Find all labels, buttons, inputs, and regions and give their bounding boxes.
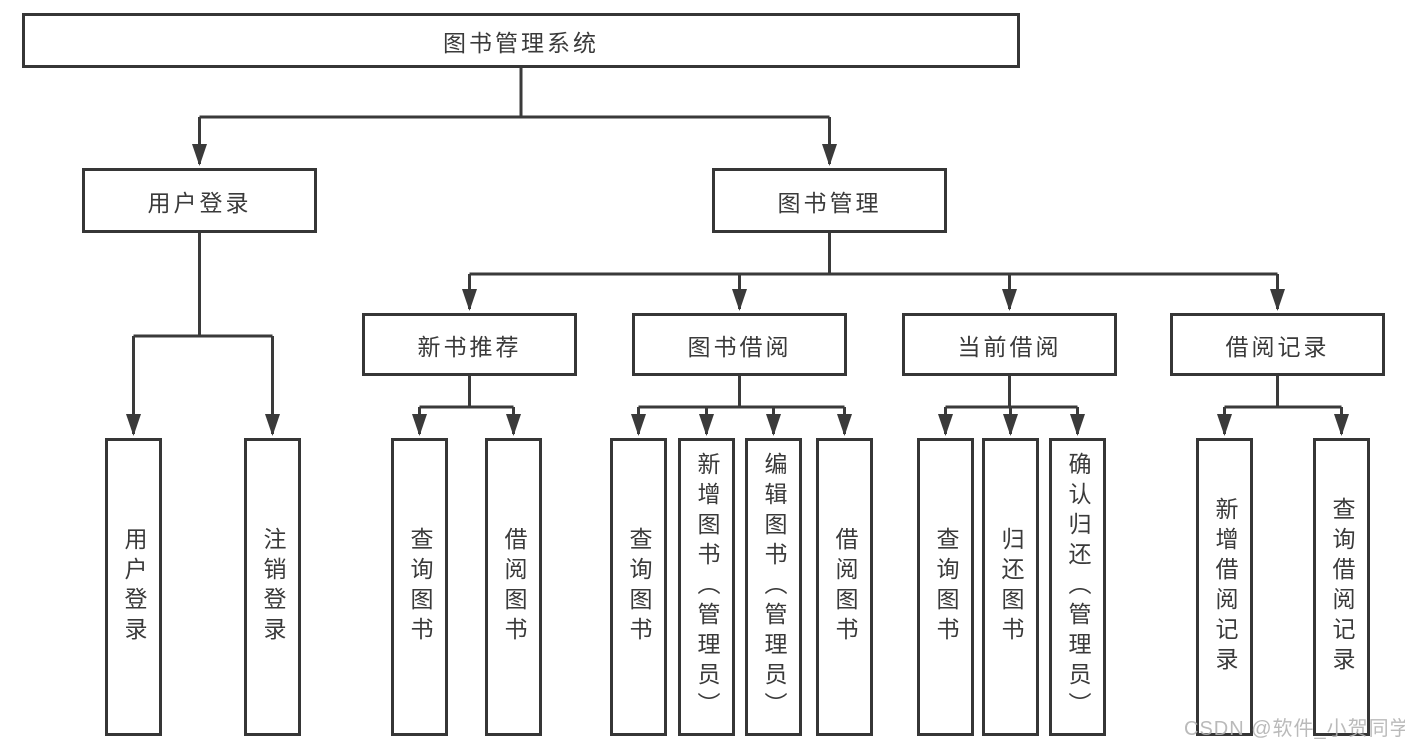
node-new-book-recommend-label: 新书推荐	[417, 333, 522, 360]
leaf-cb-confirm-return-admin: 确认归还（管理员）	[1049, 438, 1106, 736]
leaf-bb-borrow-books-label: 借阅图书	[832, 527, 858, 647]
leaf-bb-add-books-admin-label: 新增图书（管理员）	[694, 452, 720, 722]
leaf-user-login-label: 用户登录	[121, 527, 147, 647]
node-library-system-label: 图书管理系统	[443, 29, 599, 56]
leaf-bb-edit-books-admin: 编辑图书（管理员）	[745, 438, 802, 736]
leaf-cb-query-books: 查询图书	[917, 438, 974, 736]
leaf-bb-borrow-books: 借阅图书	[816, 438, 873, 736]
node-borrow-records: 借阅记录	[1170, 313, 1385, 376]
leaf-bb-edit-books-admin-label: 编辑图书（管理员）	[761, 452, 787, 722]
leaf-cb-confirm-return-admin-label: 确认归还（管理员）	[1065, 452, 1091, 722]
node-current-borrow: 当前借阅	[902, 313, 1117, 376]
node-borrow-records-label: 借阅记录	[1225, 333, 1330, 360]
node-library-system: 图书管理系统	[22, 13, 1020, 68]
leaf-br-query-record-label: 查询借阅记录	[1329, 497, 1355, 677]
leaf-logout-label: 注销登录	[260, 527, 286, 647]
leaf-nb-query-books: 查询图书	[391, 438, 448, 736]
leaf-nb-borrow-books-label: 借阅图书	[501, 527, 527, 647]
leaf-user-login: 用户登录	[105, 438, 162, 736]
leaf-nb-query-books-label: 查询图书	[407, 527, 433, 647]
leaf-bb-query-books: 查询图书	[610, 438, 667, 736]
leaf-br-add-record-label: 新增借阅记录	[1212, 497, 1238, 677]
leaf-br-add-record: 新增借阅记录	[1196, 438, 1253, 736]
node-book-borrow-label: 图书借阅	[687, 333, 792, 360]
leaf-nb-borrow-books: 借阅图书	[485, 438, 542, 736]
leaf-cb-return-books: 归还图书	[982, 438, 1039, 736]
leaf-bb-add-books-admin: 新增图书（管理员）	[678, 438, 735, 736]
leaf-br-query-record: 查询借阅记录	[1313, 438, 1370, 736]
node-new-book-recommend: 新书推荐	[362, 313, 577, 376]
node-book-borrow: 图书借阅	[632, 313, 847, 376]
leaf-cb-return-books-label: 归还图书	[998, 527, 1024, 647]
leaf-bb-query-books-label: 查询图书	[626, 527, 652, 647]
node-book-management: 图书管理	[712, 168, 947, 233]
csdn-watermark: CSDN @软件_小贺同学	[1184, 718, 1405, 740]
leaf-logout: 注销登录	[244, 438, 301, 736]
node-book-management-label: 图书管理	[777, 189, 882, 216]
node-user-login: 用户登录	[82, 168, 317, 233]
node-user-login-label: 用户登录	[147, 189, 252, 216]
node-current-borrow-label: 当前借阅	[957, 333, 1062, 360]
leaf-cb-query-books-label: 查询图书	[933, 527, 959, 647]
